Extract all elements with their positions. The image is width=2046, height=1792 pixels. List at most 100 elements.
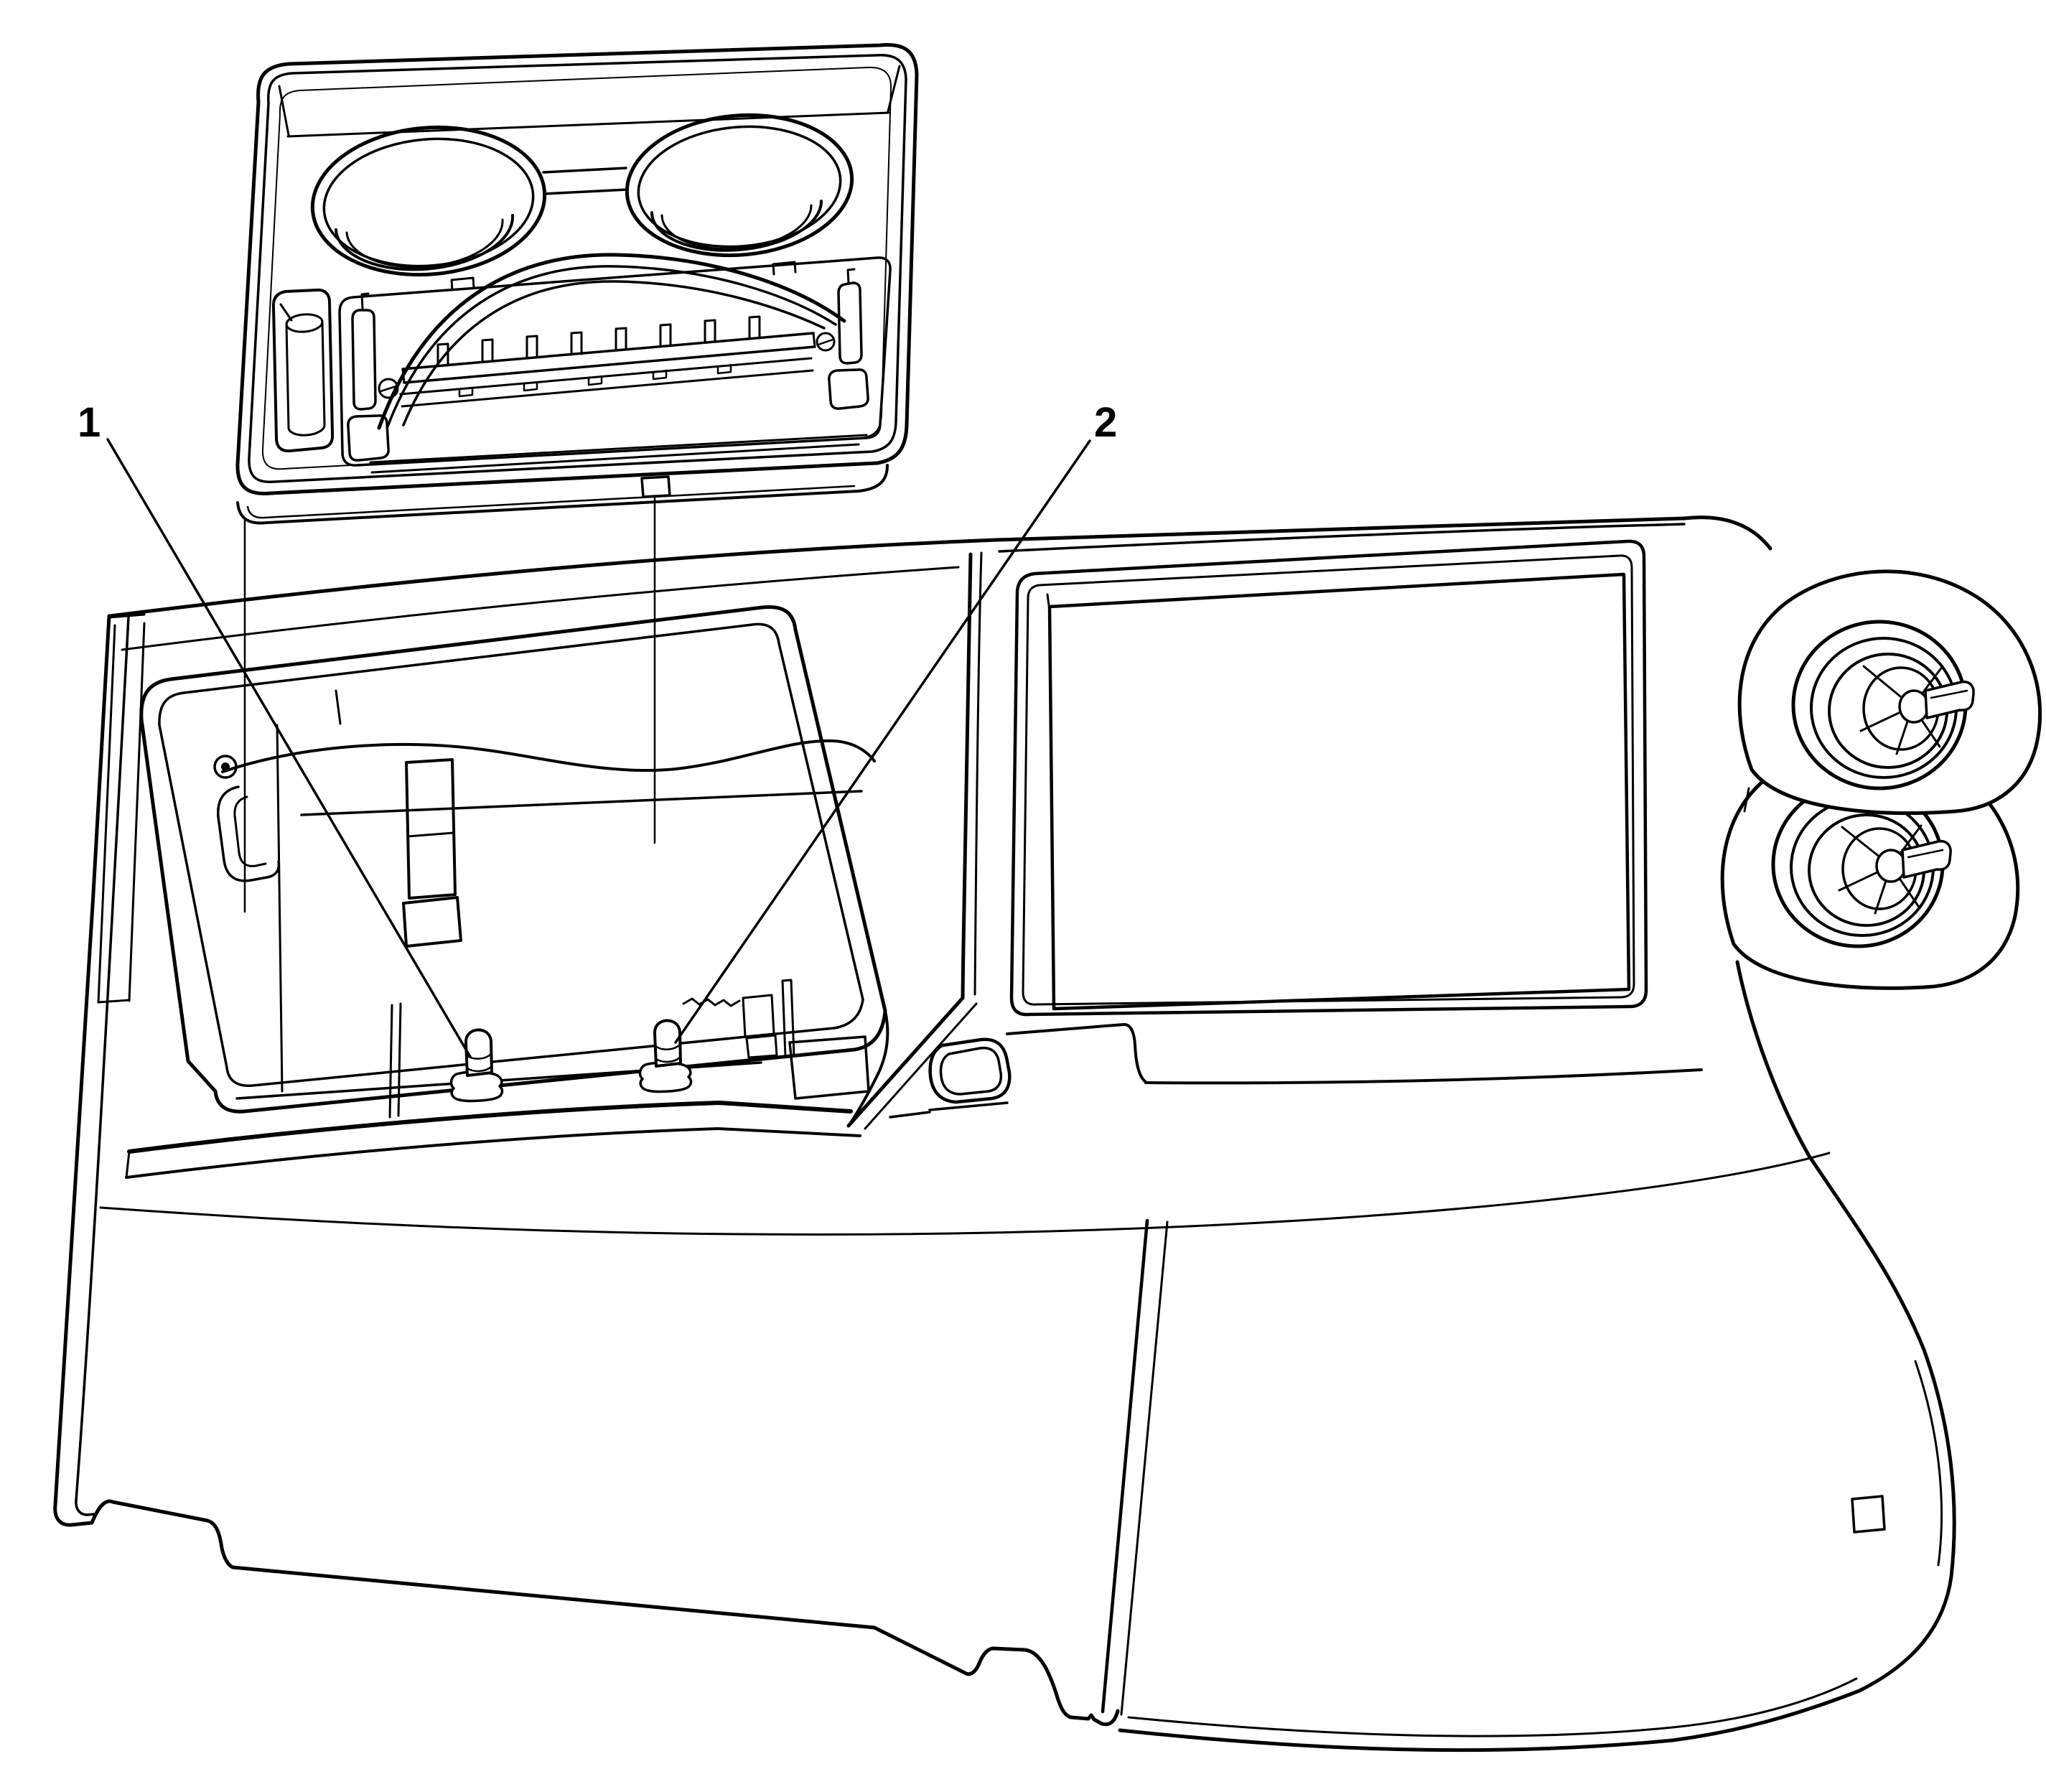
tray-back-diag-left: [278, 85, 290, 136]
push-pin-retainer-left: [449, 1028, 504, 1103]
pillar-front-slope: [846, 996, 965, 1128]
arch-tab-left: [450, 276, 475, 291]
callout-label-2: 2: [1094, 399, 1117, 446]
pod-gap-line: [1743, 787, 1750, 813]
pocket-outline: [271, 288, 335, 453]
grab-handle-cutout: [928, 1037, 1012, 1104]
cup-well-bottom2: [660, 204, 813, 251]
bin-back-wall-contour: [221, 739, 876, 773]
pin-ridge: [654, 1043, 681, 1050]
bin-interior: [125, 724, 876, 1179]
cup-rim-outer: [310, 125, 547, 277]
display-screen-panel: [998, 523, 1686, 1017]
rim-tick: [335, 689, 342, 725]
cup-holder-tray-assembly: [235, 43, 919, 525]
hook-bracket: [217, 785, 281, 882]
slider-right: [828, 268, 869, 410]
bin-front-left-crease: [388, 1004, 393, 1119]
right-clip-rect: [1851, 1495, 1886, 1534]
comb-teeth: [436, 315, 761, 368]
tray-front-band-inner: [246, 485, 856, 519]
pocket-diag: [279, 303, 293, 322]
body-seam-line: [1101, 1218, 1149, 1714]
console-left-bottom-outline: [53, 614, 1120, 1727]
screen-corner-tick: [1046, 593, 1050, 607]
right-body-inner-edge: [1914, 1360, 1943, 1567]
push-pin-retainer-right: [638, 1019, 693, 1093]
compartment-bottom-edge2: [370, 443, 860, 474]
right-body-inner-bottom: [1127, 1677, 1858, 1737]
cup-well-bottom2: [345, 218, 504, 269]
pillar-right-edge-inner: [973, 551, 983, 996]
tube-bottom: [287, 424, 326, 437]
tray-front-band: [236, 464, 889, 525]
cup-well-right: [625, 113, 854, 258]
coin-pocket: [271, 288, 335, 453]
hanging-strap-flap: [402, 896, 462, 948]
screen-bezel-mid: [1022, 554, 1635, 1006]
tray-bottom-tab: [640, 475, 671, 498]
under-handle-line: [889, 1111, 931, 1119]
tray-back-diag-right: [887, 65, 901, 113]
rail-screws: [378, 332, 836, 399]
vent-knob-line: [1907, 849, 1944, 859]
tray-outline-inner: [248, 53, 907, 483]
console-left-edge-inner: [75, 616, 130, 1516]
vent-hub: [1898, 689, 1930, 724]
vent-knob-line: [1930, 689, 1968, 699]
screen-surface: [1047, 572, 1631, 1011]
pod-top-transition: [1682, 515, 1772, 551]
bin-front-band-endcap: [125, 1150, 131, 1179]
lower-rail: [399, 357, 814, 408]
deck-fold-line: [121, 566, 960, 651]
hanging-strap-fold: [406, 831, 455, 838]
body-seam-line2: [1120, 1221, 1169, 1716]
hanging-strap: [405, 758, 457, 900]
pin-neck: [655, 1056, 681, 1063]
slider-left: [347, 292, 390, 462]
cup-rim-outer: [625, 113, 854, 258]
lid-roller-mechanism: [338, 253, 892, 474]
callout-label-1: 1: [78, 399, 101, 446]
alignment-lines: [243, 497, 656, 913]
tube-side-right: [321, 320, 326, 426]
vent-hub: [1875, 849, 1907, 883]
tube-side-left: [285, 323, 290, 429]
handle-area: [889, 1023, 1703, 1119]
callouts: 1 2: [78, 399, 1117, 1058]
bin-opening-rim-inner: [158, 622, 864, 1087]
pin-ridge: [465, 1053, 492, 1060]
cup-bridge-top: [542, 167, 627, 174]
screw-hole: [213, 755, 238, 779]
right-body-outline: [1118, 1154, 1956, 1753]
pillar-right-edge: [961, 552, 973, 1000]
pin-neck: [466, 1065, 492, 1073]
screw-hole-center: [221, 762, 230, 771]
bin-front-band-lower: [125, 1127, 861, 1179]
bin-front-band-upper: [127, 1101, 853, 1154]
screen-bezel-outer: [1009, 539, 1648, 1017]
under-handle-line2: [928, 1101, 1009, 1111]
grab-handle-hole: [939, 1046, 1003, 1096]
panel-top-edge-inner: [998, 523, 1686, 553]
panel-front-edge: [1006, 1023, 1147, 1083]
arch-tab-right: [772, 261, 797, 276]
hook-bracket-inner: [233, 795, 267, 867]
bin-front-left-crease2: [397, 1002, 402, 1117]
cup-well-bottom: [335, 214, 515, 271]
cup-well-bottom: [650, 200, 823, 252]
arch-outer2: [386, 265, 837, 428]
bin-left-wall-line: [276, 724, 284, 1093]
cup-bridge-bottom: [543, 188, 629, 195]
pod-lower-taper: [1735, 960, 1811, 1158]
cup-rim-inner: [637, 125, 842, 248]
pin-flange: [638, 1061, 693, 1093]
compartment-rim: [338, 256, 892, 467]
leader-line-1: [106, 438, 472, 1058]
panel-front-edge-right: [1144, 1068, 1703, 1085]
pin-body: [653, 1019, 682, 1068]
air-vent-upper: [1735, 569, 2042, 1158]
pin-body: [464, 1028, 493, 1077]
